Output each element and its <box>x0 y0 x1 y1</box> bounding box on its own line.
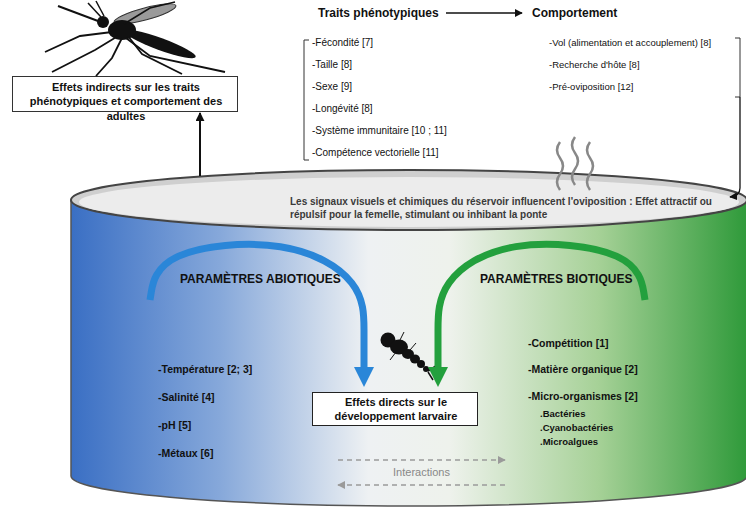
node-text: PARAMÈTRES BIOTIQUES <box>480 272 632 286</box>
node-text: -Micro-organismes [2] <box>528 390 638 402</box>
annotation-text: -Compétence vectorielle [11] <box>312 147 439 158</box>
larva-segment <box>423 366 429 372</box>
mosquito-proboscis <box>58 6 98 21</box>
mosquito-antenna <box>96 1 104 16</box>
annotation-text: -Taille [8] <box>312 59 352 70</box>
annotation-text: -Recherche d'hôte [8] <box>549 59 640 70</box>
larva-segment <box>410 355 420 364</box>
node-text: Effets directs sur le développement larv… <box>313 395 479 424</box>
odor-wave <box>587 142 593 190</box>
mosquito-thorax <box>108 20 136 40</box>
mosquito-leg <box>45 32 112 52</box>
larva-hair <box>410 343 416 350</box>
water-surface <box>79 177 739 227</box>
node-text: -Métaux [6] <box>158 447 213 459</box>
mosquito-leg <box>52 36 118 72</box>
biotic-zone: PARAMÈTRES BIOTIQUES-Compétition [1]-Mat… <box>505 265 645 493</box>
mosquito-abdomen <box>122 25 198 62</box>
larva-hair <box>399 332 404 342</box>
connector-arrow <box>150 244 364 370</box>
list-bracket <box>735 38 740 97</box>
abiotic-zone: PARAMÈTRES ABIOTIQUES -Température [2; 3]… <box>150 265 338 493</box>
node-text: -pH [5] <box>158 419 191 431</box>
effect-box: Effets indirects sur les traits phénotyp… <box>12 76 238 112</box>
odor-wave <box>572 137 578 185</box>
flow-arrow <box>446 12 522 14</box>
mosquito-leg <box>126 38 225 72</box>
mosquito-leg <box>124 2 175 24</box>
connector-arrow <box>199 113 201 176</box>
annotation-text: -Fécondité [7] <box>312 37 373 48</box>
node-text: Les signaux visuels et chimiques du rése… <box>290 195 735 221</box>
mosquito-leg <box>96 38 122 76</box>
list-bracket <box>304 40 309 160</box>
annotation-text: Traits phénotypiques <box>318 6 439 20</box>
larva-siphon <box>428 366 436 371</box>
larva-hair <box>390 352 396 360</box>
annotation-text: -Vol (alimentation et accouplement) [8] <box>549 37 711 48</box>
node-text: .Microalgues <box>540 436 598 447</box>
mosquito-antenna <box>88 3 101 17</box>
node-text: .Cyanobactéries <box>540 422 613 433</box>
annotation-text: -Longévité [8] <box>312 103 373 114</box>
mosquito-leg <box>128 36 182 74</box>
annotation-text: -Pré-oviposition [12] <box>549 81 633 92</box>
larva-segment <box>417 360 425 368</box>
node-text: .Bactéries <box>540 408 585 419</box>
node-text: -Salinité [4] <box>158 391 215 403</box>
annotation-text: -Sexe [9] <box>312 81 352 92</box>
mosquito-wing <box>113 0 178 28</box>
odor-wave <box>557 142 563 190</box>
larva-hair <box>428 372 433 380</box>
larva-thorax <box>390 340 408 355</box>
larva-segment <box>402 349 414 359</box>
cylinder-rim <box>71 170 746 230</box>
mosquito-head <box>97 16 109 28</box>
node-text: -Température [2; 3] <box>158 363 252 375</box>
connector-arrow <box>438 244 645 370</box>
larva-head <box>381 333 396 348</box>
larval-box: Effets directs sur le développement larv… <box>312 392 478 426</box>
cylinder-body <box>71 200 746 506</box>
node-text: -Compétition [1] <box>528 337 609 349</box>
node-text: PARAMÈTRES ABIOTIQUES <box>180 272 341 286</box>
edge-label: Interactions <box>393 466 450 478</box>
node-text: Effets indirects sur les traits phénotyp… <box>13 80 239 123</box>
connector-arrow <box>338 484 505 486</box>
annotation-text: -Système immunitaire [10 ; 11] <box>312 125 447 136</box>
reservoir-cylinder: Les signaux visuels et chimiques du rése… <box>70 168 746 508</box>
connector-arrow <box>338 459 505 461</box>
annotation-text: Comportement <box>532 6 617 20</box>
oviposition-arrow <box>730 97 740 197</box>
node-text: -Matière organique [2] <box>528 363 638 375</box>
